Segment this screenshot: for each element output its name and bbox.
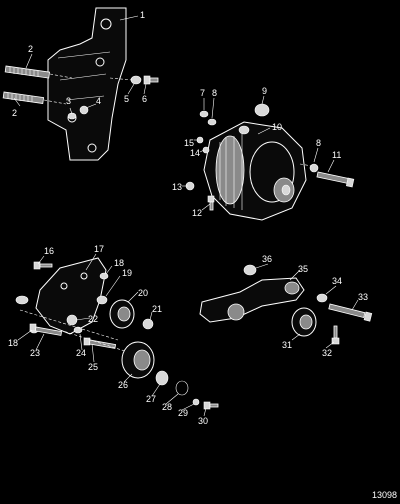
callout-5: 5	[124, 94, 129, 104]
bolt-25	[83, 337, 117, 349]
bolt-23	[29, 323, 63, 336]
washer-29	[192, 398, 200, 406]
callout-18-lower: 18	[8, 338, 18, 348]
stud-upper	[4, 65, 51, 79]
washer-7	[199, 110, 209, 118]
callout-2-upper: 2	[28, 44, 33, 54]
tensioner-arm-end	[284, 281, 300, 295]
callout-25: 25	[88, 362, 98, 372]
callout-31: 31	[282, 340, 292, 350]
idler-bracket-hole-a	[60, 282, 68, 290]
bracket-hole-bottom	[87, 143, 97, 153]
callout-6: 6	[142, 94, 147, 104]
washer-3	[67, 112, 77, 120]
bushing-8-upper	[207, 118, 217, 126]
nut-21	[142, 318, 154, 330]
bolt-16	[33, 261, 53, 270]
callout-8-lower: 8	[316, 138, 321, 148]
callout-10: 10	[272, 122, 282, 132]
alternator-cooling-fins	[219, 134, 243, 210]
callout-32: 32	[322, 348, 332, 358]
bolt-30	[203, 401, 219, 410]
spacer-19	[96, 295, 108, 305]
bolt-12	[207, 195, 215, 211]
alternator-mounting-bracket	[47, 7, 127, 161]
bolt-11	[316, 171, 355, 188]
callout-18-upper: 18	[114, 258, 124, 268]
callout-9: 9	[262, 86, 267, 96]
pulley-26-hub	[133, 349, 151, 371]
callout-20: 20	[138, 288, 148, 298]
tensioner-arm-35	[199, 277, 305, 323]
callout-28: 28	[162, 402, 172, 412]
callout-29: 29	[178, 408, 188, 418]
snap-ring-28	[175, 380, 189, 396]
callout-23: 23	[30, 348, 40, 358]
bolt-11-alignment	[299, 163, 313, 167]
bracket-side-boss	[15, 295, 29, 305]
callout-35: 35	[298, 264, 308, 274]
bracket-hole-mid	[95, 57, 105, 67]
spacer-36	[243, 264, 257, 276]
alternator-rear-housing	[215, 135, 245, 205]
bearing-27	[155, 370, 169, 386]
bolt-32	[331, 325, 340, 345]
callout-3: 3	[66, 96, 71, 106]
callout-11: 11	[332, 150, 341, 160]
nut-4	[79, 105, 89, 115]
idler-bracket-group	[15, 257, 219, 410]
callout-12: 12	[192, 208, 202, 218]
bolt-6	[143, 75, 159, 85]
alternator-mount-ear	[238, 125, 250, 135]
callout-36: 36	[262, 254, 272, 264]
figure-reference-number: 13098	[372, 490, 397, 500]
bracket-hole-top	[100, 18, 112, 30]
callout-30: 30	[198, 416, 208, 426]
callout-34: 34	[332, 276, 342, 286]
callout-8-upper: 8	[212, 88, 217, 98]
callout-14: 14	[190, 148, 200, 158]
callout-17: 17	[94, 244, 104, 254]
washer-18-upper	[99, 272, 109, 280]
callout-22: 22	[88, 314, 98, 324]
alternator-group	[185, 103, 355, 221]
callout-7: 7	[200, 88, 205, 98]
tensioner-arm-boss	[227, 303, 245, 321]
callout-13: 13	[172, 182, 182, 192]
callout-24: 24	[76, 348, 86, 358]
idler-bracket-hole-b	[80, 272, 88, 280]
alternator-pulley-hub	[281, 184, 291, 196]
spacer-5	[130, 75, 142, 85]
callout-26: 26	[118, 380, 128, 390]
callout-16: 16	[44, 246, 54, 256]
stud-alignment-lines	[43, 73, 73, 105]
callout-2-lower: 2	[12, 108, 17, 118]
callout-4: 4	[96, 96, 101, 106]
washer-34	[316, 293, 328, 303]
callout-labels: 1 2 2 3 4 5 6 7 8 9 10 11 12 13 14 15 16…	[8, 10, 368, 426]
bracket-detail-lines	[57, 51, 111, 101]
callout-21: 21	[152, 304, 162, 314]
terminal-14	[202, 146, 210, 154]
bolt-33	[328, 303, 373, 322]
callout-15: 15	[184, 138, 194, 148]
spacer-22	[66, 314, 78, 326]
callout-19: 19	[122, 268, 132, 278]
leader-lines	[13, 15, 359, 417]
bolt-6-alignment	[109, 77, 133, 81]
mounting-bracket-group	[2, 7, 159, 161]
tensioner-pulley-31-hub	[299, 314, 313, 330]
idler-pulley-20-hub	[117, 306, 131, 322]
callout-33: 33	[358, 292, 368, 302]
spacer-8-lower	[309, 163, 319, 173]
tensioner-group	[199, 264, 373, 345]
stud-lower	[2, 91, 45, 104]
callout-27: 27	[146, 394, 156, 404]
sleeve-9	[254, 103, 270, 117]
callout-1: 1	[140, 10, 145, 20]
